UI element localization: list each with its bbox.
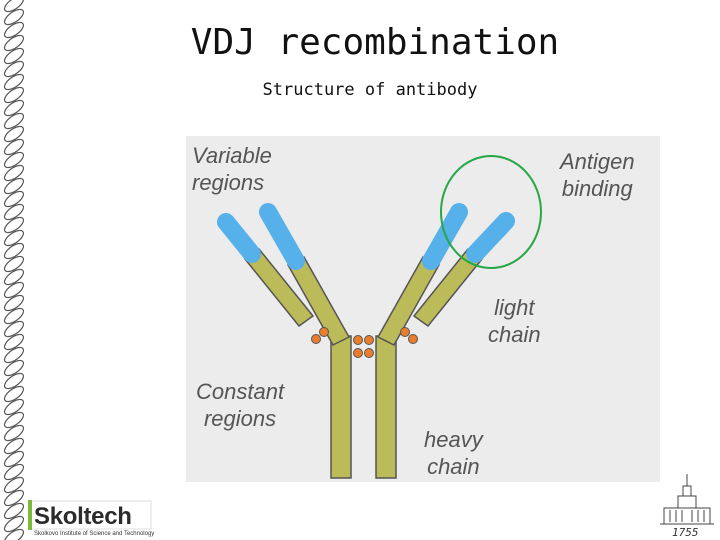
heavy-chain-arm-left-constant [288, 256, 349, 346]
light-chain-right-constant [413, 248, 483, 327]
slide-subtitle: Structure of antibody [262, 80, 478, 100]
decorative-border [3, 0, 25, 540]
heavy-chain-stem-left [330, 335, 352, 479]
variable-region-heavy-left [259, 203, 305, 270]
heavy-chain-arm-right-constant [378, 256, 439, 346]
label-constant-regions: Constant regions [196, 379, 285, 431]
logo-tagline: Skolkovo Institute of Science and Techno… [34, 531, 155, 537]
label-antigen-binding: Antigen binding [560, 149, 635, 201]
slide-title: VDJ recombination [190, 22, 560, 63]
label-light-chain: light chain [488, 295, 541, 347]
heavy-chain-stem-right [375, 335, 397, 479]
skoltech-logo: Skoltech Skolkovo Institute of Science a… [28, 500, 155, 540]
variable-region-light-left [217, 213, 261, 263]
antibody-svg [217, 155, 542, 479]
antibody-diagram: Variable regions Antigen binding light c… [186, 136, 660, 482]
university-building-icon [660, 474, 714, 525]
year-mark: 1755 [672, 526, 699, 539]
label-variable-regions: Variable regions [192, 143, 272, 195]
disulfide-bonds [311, 327, 418, 358]
light-chain-left-constant [244, 248, 314, 327]
logo-frame [28, 500, 152, 530]
variable-region-light-right [466, 212, 515, 263]
label-heavy-chain: heavy chain [424, 427, 483, 479]
logo-text: Skoltech [34, 503, 132, 530]
antigen-binding-circle [440, 155, 542, 269]
